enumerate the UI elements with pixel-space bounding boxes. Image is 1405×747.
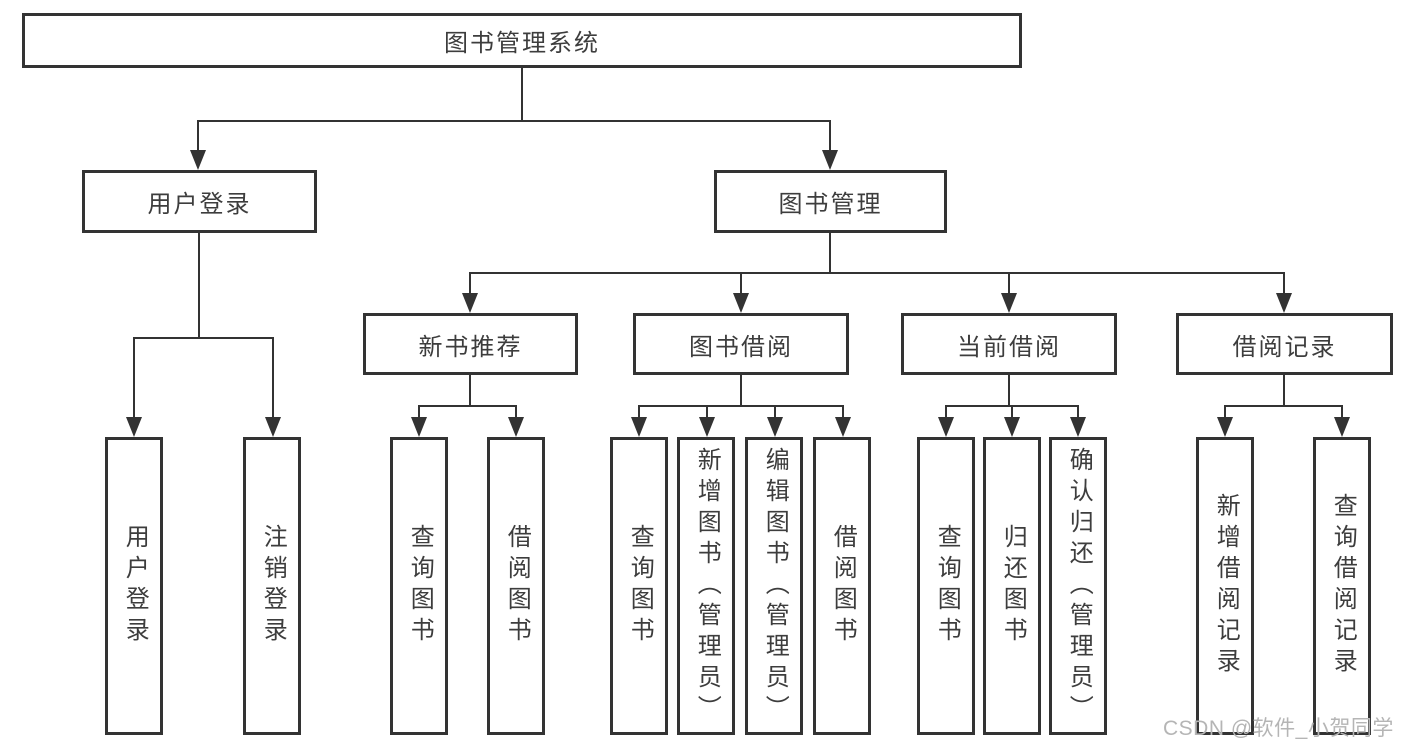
connector-line <box>1077 405 1079 417</box>
arrow-down-icon <box>1276 293 1292 313</box>
connector-line <box>418 405 420 417</box>
leaf-query-books-1: 查询图书 <box>390 437 448 735</box>
arrow-down-icon <box>1004 417 1020 437</box>
connector-line <box>1283 375 1285 405</box>
connector-line <box>829 233 831 272</box>
leaf-edit-books-admin: 编辑图书（管理员） <box>745 437 803 735</box>
connector-line <box>134 337 274 339</box>
node-new-book-recommendation: 新书推荐 <box>363 313 578 375</box>
arrow-down-icon <box>1001 293 1017 313</box>
connector-line <box>945 405 947 417</box>
node-borrowing-records: 借阅记录 <box>1176 313 1393 375</box>
connector-line <box>515 405 517 417</box>
leaf-query-books-3: 查询图书 <box>917 437 975 735</box>
leaf-confirm-return-admin: 确认归还（管理员） <box>1049 437 1107 735</box>
node-book-management: 图书管理 <box>714 170 947 233</box>
arrow-down-icon <box>822 150 838 170</box>
arrow-down-icon <box>733 293 749 313</box>
connector-line <box>1008 272 1010 293</box>
leaf-return-books: 归还图书 <box>983 437 1041 735</box>
leaf-user-login: 用户登录 <box>105 437 163 735</box>
connector-line <box>740 272 742 293</box>
leaf-query-borrow-record: 查询借阅记录 <box>1313 437 1371 735</box>
connector-line <box>470 272 1285 274</box>
node-book-borrowing: 图书借阅 <box>633 313 849 375</box>
node-root-library-system: 图书管理系统 <box>22 13 1022 68</box>
connector-line <box>272 337 274 417</box>
arrow-down-icon <box>1334 417 1350 437</box>
connector-line <box>469 375 471 405</box>
connector-line <box>774 405 776 417</box>
arrow-down-icon <box>1217 417 1233 437</box>
connector-line <box>829 120 831 152</box>
arrow-down-icon <box>462 293 478 313</box>
connector-line <box>469 272 471 293</box>
connector-line <box>1008 375 1010 405</box>
connector-line <box>133 337 135 417</box>
connector-line <box>740 375 742 405</box>
arrow-down-icon <box>126 417 142 437</box>
connector-line <box>1224 405 1226 417</box>
leaf-add-books-admin: 新增图书（管理员） <box>677 437 735 735</box>
arrow-down-icon <box>631 417 647 437</box>
connector-line <box>197 120 199 152</box>
arrow-down-icon <box>699 417 715 437</box>
connector-line <box>1225 405 1343 407</box>
connector-line <box>198 233 200 337</box>
connector-line <box>198 120 831 122</box>
arrow-down-icon <box>767 417 783 437</box>
leaf-logout: 注销登录 <box>243 437 301 735</box>
arrow-down-icon <box>265 417 281 437</box>
leaf-add-borrow-record: 新增借阅记录 <box>1196 437 1254 735</box>
connector-line <box>419 405 517 407</box>
connector-line <box>1011 405 1013 417</box>
connector-line <box>842 405 844 417</box>
leaf-borrow-books-2: 借阅图书 <box>813 437 871 735</box>
arrow-down-icon <box>508 417 524 437</box>
node-user-login: 用户登录 <box>82 170 317 233</box>
arrow-down-icon <box>190 150 206 170</box>
connector-line <box>706 405 708 417</box>
connector-line <box>1341 405 1343 417</box>
leaf-borrow-books-1: 借阅图书 <box>487 437 545 735</box>
arrow-down-icon <box>835 417 851 437</box>
node-current-borrowing: 当前借阅 <box>901 313 1117 375</box>
arrow-down-icon <box>411 417 427 437</box>
arrow-down-icon <box>938 417 954 437</box>
arrow-down-icon <box>1070 417 1086 437</box>
connector-line <box>521 68 523 120</box>
csdn-watermark: CSDN @软件_小贺同学 <box>1163 717 1394 740</box>
connector-line <box>1283 272 1285 293</box>
connector-line <box>638 405 640 417</box>
leaf-query-books-2: 查询图书 <box>610 437 668 735</box>
connector-line <box>639 405 844 407</box>
